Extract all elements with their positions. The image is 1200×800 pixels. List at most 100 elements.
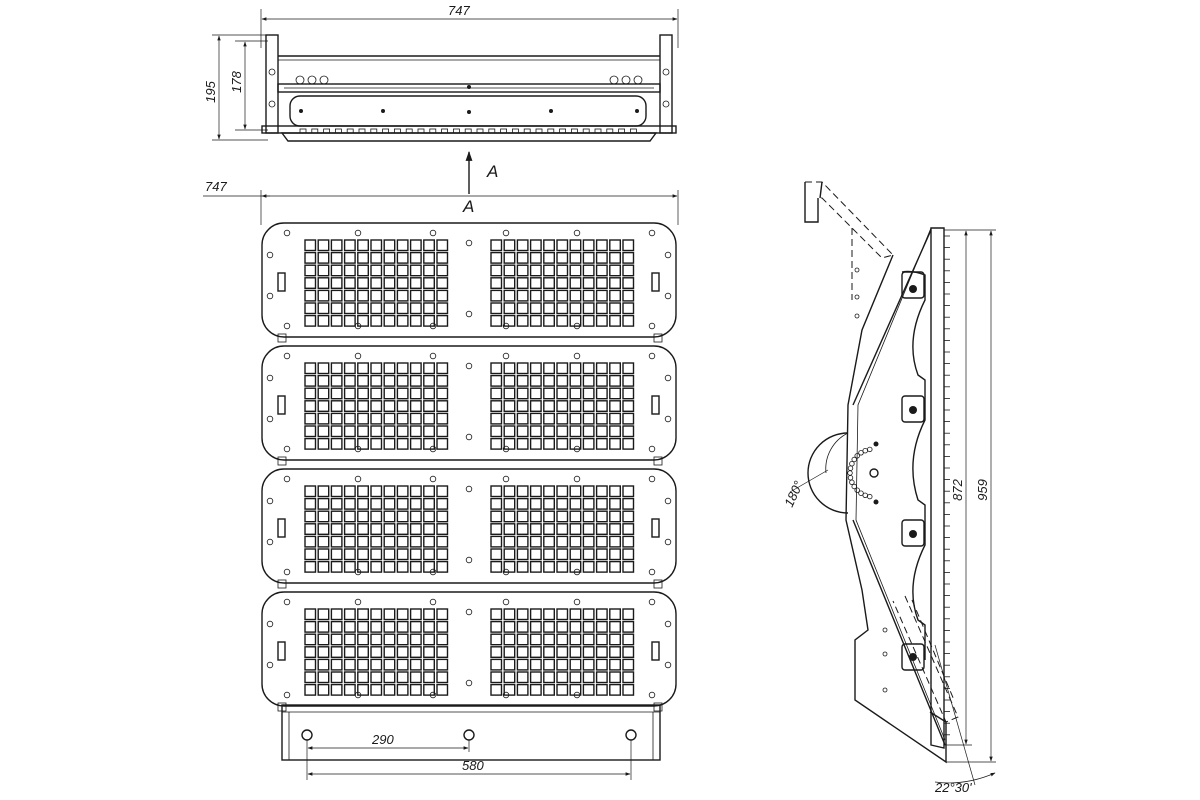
led-module bbox=[261, 591, 677, 712]
led-lens bbox=[516, 510, 529, 523]
mount-hole bbox=[283, 568, 291, 576]
led-lens bbox=[357, 620, 369, 633]
led-lens bbox=[423, 633, 435, 646]
led-lens bbox=[556, 412, 569, 425]
led-lens bbox=[516, 683, 529, 696]
led-lens bbox=[503, 658, 516, 671]
led-lens bbox=[490, 387, 503, 400]
led-lens bbox=[569, 425, 582, 438]
led-lens bbox=[529, 264, 542, 277]
led-lens bbox=[343, 510, 356, 523]
pivot-hole bbox=[851, 483, 857, 490]
led-lens bbox=[396, 523, 409, 535]
led-lens bbox=[556, 251, 569, 264]
mount-hole bbox=[266, 620, 274, 628]
led-lens bbox=[370, 314, 383, 327]
side-mount-knobs bbox=[901, 271, 925, 671]
led-lens bbox=[357, 523, 369, 535]
led-lens bbox=[490, 239, 503, 252]
led-lens bbox=[490, 314, 503, 327]
led-lens bbox=[330, 251, 343, 264]
led-lens bbox=[423, 362, 435, 375]
led-lens bbox=[609, 620, 621, 633]
led-lens bbox=[569, 497, 582, 510]
led-lens bbox=[529, 671, 542, 684]
mount-hole bbox=[648, 322, 656, 330]
led-lens bbox=[609, 251, 621, 264]
heatsink-fin bbox=[618, 128, 625, 134]
led-lens bbox=[370, 510, 383, 523]
led-lens bbox=[317, 374, 330, 387]
led-lens bbox=[396, 239, 409, 252]
mount-hole bbox=[465, 433, 473, 441]
led-lens bbox=[503, 264, 516, 277]
led-lens bbox=[582, 314, 595, 327]
led-lens bbox=[556, 314, 569, 327]
led-lens bbox=[503, 437, 516, 450]
mount-hole bbox=[648, 445, 656, 453]
led-lens bbox=[343, 633, 356, 646]
led-lens bbox=[490, 620, 503, 633]
led-lens bbox=[317, 497, 330, 510]
led-lens bbox=[582, 535, 595, 548]
led-lens bbox=[490, 658, 503, 671]
led-lens bbox=[582, 374, 595, 387]
heatsink-fin bbox=[334, 128, 342, 134]
mount-hole bbox=[266, 415, 274, 423]
heatsink-fin bbox=[547, 128, 555, 134]
led-lens bbox=[396, 387, 409, 400]
led-lens bbox=[396, 646, 409, 658]
led-lens bbox=[543, 485, 555, 498]
mount-hole bbox=[573, 229, 581, 237]
led-lens bbox=[396, 362, 409, 375]
led-lens bbox=[423, 412, 435, 425]
led-lens bbox=[383, 510, 396, 523]
led-lens bbox=[529, 400, 542, 412]
led-lens bbox=[529, 374, 542, 387]
led-lens bbox=[609, 497, 621, 510]
led-lens bbox=[343, 548, 356, 561]
led-lens bbox=[582, 620, 595, 633]
led-lens bbox=[317, 683, 330, 696]
led-lens bbox=[317, 658, 330, 671]
led-lens bbox=[330, 510, 343, 523]
led-lens bbox=[317, 548, 330, 561]
led-lens bbox=[436, 560, 449, 573]
mount-hole bbox=[664, 661, 672, 669]
led-lens bbox=[357, 646, 369, 658]
pivot-hole bbox=[858, 490, 864, 496]
led-lens bbox=[490, 264, 503, 277]
bracket-screws bbox=[854, 267, 888, 693]
heatsink-fin bbox=[452, 128, 460, 134]
led-lens bbox=[582, 497, 595, 510]
heatsink-fin bbox=[535, 128, 543, 134]
led-lens bbox=[423, 535, 435, 548]
led-lens bbox=[423, 400, 435, 412]
led-lens bbox=[409, 548, 422, 561]
led-lens bbox=[609, 671, 621, 684]
led-lens bbox=[490, 497, 503, 510]
led-lens bbox=[543, 314, 555, 327]
led-lens bbox=[317, 437, 330, 450]
mount-hole bbox=[465, 679, 473, 687]
led-lens bbox=[409, 437, 422, 450]
led-lens bbox=[595, 510, 608, 523]
led-lens bbox=[409, 485, 422, 498]
heatsink-fin bbox=[417, 128, 425, 134]
led-lens bbox=[423, 497, 435, 510]
pivot-hole bbox=[862, 448, 868, 454]
led-lens bbox=[569, 485, 582, 498]
led-lens bbox=[609, 437, 621, 450]
led-lens bbox=[503, 302, 516, 315]
led-lens bbox=[370, 560, 383, 573]
led-lens bbox=[343, 620, 356, 633]
led-lens bbox=[317, 523, 330, 535]
led-lens bbox=[569, 437, 582, 450]
led-lens bbox=[370, 535, 383, 548]
led-lens bbox=[516, 671, 529, 684]
led-lens bbox=[370, 374, 383, 387]
mount-hole bbox=[283, 352, 291, 360]
led-lens bbox=[357, 302, 369, 315]
led-lens bbox=[609, 374, 621, 387]
module-frame bbox=[261, 222, 677, 338]
